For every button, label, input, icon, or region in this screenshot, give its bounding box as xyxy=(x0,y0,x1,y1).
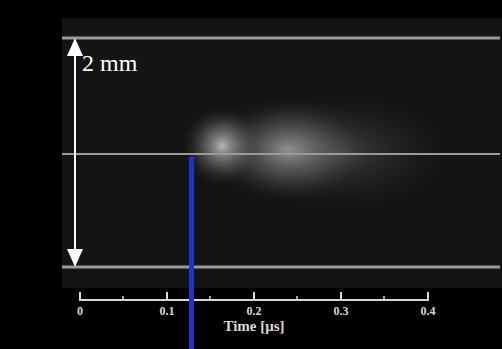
tick-label: 0.3 xyxy=(334,304,349,319)
arrowhead xyxy=(67,249,83,267)
axis-line xyxy=(62,153,500,155)
dimension-arrow xyxy=(74,50,76,255)
electrode-line xyxy=(62,37,500,40)
tick-label: 0.1 xyxy=(160,304,175,319)
electrode-line xyxy=(62,266,500,269)
time-axis xyxy=(80,292,428,301)
tick-label: 0 xyxy=(77,304,83,319)
onset-marker xyxy=(189,157,194,349)
arrowhead xyxy=(67,38,83,56)
dimension-label: 2 mm xyxy=(82,50,137,77)
axis-title: Time [μs] xyxy=(223,318,284,335)
tick-label: 0.2 xyxy=(247,304,262,319)
frame xyxy=(62,18,502,288)
tick-label: 0.4 xyxy=(421,304,436,319)
